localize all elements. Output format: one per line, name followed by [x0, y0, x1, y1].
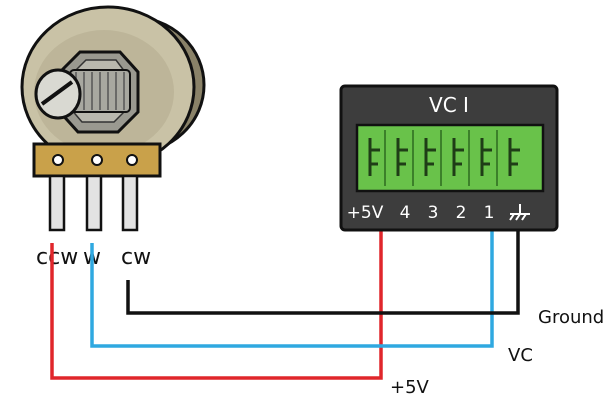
wire-label-ground: Ground [538, 307, 604, 328]
pin-w [85, 174, 103, 232]
pin-ccw [48, 174, 66, 232]
ground-icon [509, 204, 530, 221]
pin-hole-ccw [52, 154, 64, 166]
connector-block [355, 123, 545, 193]
vc-module: VC I +5V 4 3 2 1 [339, 84, 559, 232]
terminal-label-5v: +5V [347, 203, 384, 223]
pin-cw [121, 174, 139, 232]
wire-power [50, 230, 383, 380]
terminal-label-3: 3 [428, 203, 439, 223]
terminal-label-4: 4 [400, 203, 411, 223]
connector-dividers [384, 130, 498, 186]
connector-screws [368, 138, 520, 176]
pin-label-cw: cw [121, 245, 151, 270]
wire-label-power: +5V [390, 377, 430, 398]
pin-label-ccw: ccw [36, 245, 78, 270]
module-title: VC I [429, 93, 469, 117]
wire-ground [126, 230, 520, 315]
potentiometer: ccw w cw [20, 5, 206, 270]
pin-hole-w [91, 154, 103, 166]
shaft-slot [40, 80, 74, 106]
terminal-label-2: 2 [456, 203, 467, 223]
wires [50, 230, 520, 380]
terminal-label-1: 1 [484, 203, 495, 223]
wire-vc [90, 230, 494, 348]
wire-label-vc: VC [508, 345, 533, 366]
pin-hole-cw [126, 154, 138, 166]
